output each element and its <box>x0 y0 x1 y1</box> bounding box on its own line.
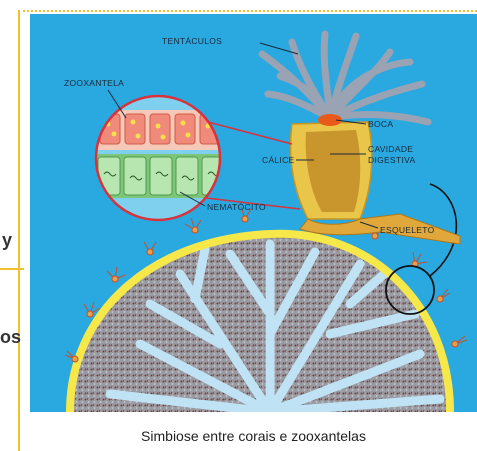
edge-text-bottom: os <box>0 327 21 348</box>
figure-caption: Simbiose entre corais e zooxantelas <box>30 428 477 444</box>
label-cavidade: CAVIDADE <box>368 144 413 154</box>
label-nematocito: NEMATÓCITO <box>207 202 266 212</box>
label-tentaculos: TENTÁCULOS <box>162 36 222 46</box>
diagram-svg: TENTÁCULOS ZOOXANTELA BOCA CÁLICE CAVIDA… <box>30 14 477 412</box>
page-border-left <box>18 10 20 451</box>
coral-symbiosis-diagram: TENTÁCULOS ZOOXANTELA BOCA CÁLICE CAVIDA… <box>30 14 477 412</box>
label-boca: BOCA <box>368 119 393 129</box>
edge-text-top: y <box>2 230 12 251</box>
page-border-divider <box>0 268 24 270</box>
label-esqueleto: ESQUELETO <box>380 225 435 235</box>
label-zooxantela: ZOOXANTELA <box>64 78 124 88</box>
label-digestiva: DIGESTIVA <box>368 155 415 165</box>
label-calice: CÁLICE <box>262 155 295 165</box>
page-border-top <box>18 10 477 12</box>
